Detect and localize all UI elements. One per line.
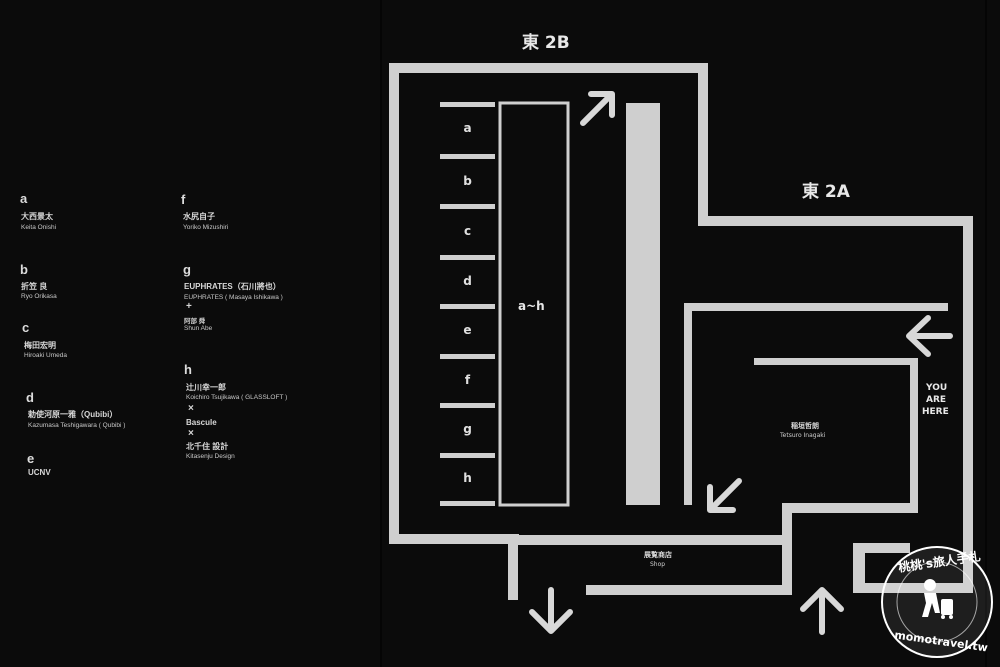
bottom-wall-shop [586, 585, 790, 595]
legend-name-ja-c: 梅田宏明 [24, 341, 56, 350]
legend-name-ja2-h: Bascule [186, 418, 217, 427]
legend-letter-c: c [22, 320, 30, 335]
legend-name-ja-b: 折笠 良 [21, 282, 48, 291]
legend-name-en-c: Hiroaki Umeda [24, 352, 67, 359]
legend-name-ja3-h: 北千住 設計 [186, 442, 229, 451]
legend-name-ja-g: EUPHRATES（石川將也） [184, 282, 281, 291]
legend-letter-h: h [184, 362, 192, 377]
legend-letter-a: a [20, 191, 28, 206]
bottom-wall-top [782, 503, 917, 513]
booth-label-a: a [463, 121, 472, 135]
you-are-here-line-2: ARE [926, 395, 947, 405]
legend-name-ja-a: 大西景太 [21, 212, 53, 221]
arrow-down-left-icon [707, 478, 742, 513]
booth-label-h: h [463, 471, 472, 485]
legend-name-ja-h: 辻川幸一郎 [186, 383, 226, 392]
legend-letter-e: e [27, 451, 35, 466]
inner-wall-2a-upper [690, 303, 948, 311]
you-are-here-line-3: HERE [922, 407, 949, 417]
arrow-up-right-icon [580, 91, 615, 126]
arrow-down-icon [529, 587, 573, 634]
legend-times-symbol: × [188, 403, 194, 414]
legend-plus-symbol: + [186, 301, 192, 312]
legend-name-en-b: Ryo Orikasa [21, 293, 57, 300]
legend-name-en-d: Kazumasa Teshigawara ( Qubibi ) [28, 422, 126, 429]
legend-name-ja-d: 勅使河原一雅（Qubibi） [28, 410, 118, 419]
bottom-wall-mid [512, 535, 792, 545]
booth-label-e: e [463, 323, 472, 337]
booth-dividers [440, 102, 495, 506]
inagaki-name-en: Tetsuro Inagaki [780, 432, 826, 439]
booth-block-label: a~h [518, 299, 545, 313]
you-are-here-line-1: YOU [926, 383, 948, 393]
inagaki-name-ja: 稲垣哲朗 [791, 422, 819, 430]
legend-times-symbol-2: × [188, 428, 194, 439]
hall-2a-label: 東 2A [802, 182, 850, 202]
arrow-up-icon [800, 587, 844, 635]
shop-name-en: Shop [650, 561, 666, 568]
booth-label-b: b [463, 174, 472, 188]
legend-name-en3-h: Kitasenju Design [186, 453, 235, 460]
legend-letter-f: f [181, 192, 186, 207]
legend-name-en-g: EUPHRATES ( Masaya Ishikawa ) [184, 294, 283, 301]
wall-seam [985, 0, 987, 667]
legend-name-ja2-g: 阿部 舜 [184, 318, 206, 325]
legend-letter-d: d [26, 390, 34, 405]
hall-2b-label: 東 2B [522, 33, 570, 53]
arrow-left-icon [906, 315, 953, 357]
legend-name-en2-g: Shun Abe [184, 325, 213, 332]
booth-label-g: g [463, 422, 472, 436]
legend-name-en-f: Yoriko Mizushiri [183, 224, 229, 231]
central-partition [626, 103, 660, 505]
inner-wall-inagaki-top [754, 358, 918, 365]
legend-name-en-h: Koichiro Tsujikawa ( GLASSLOFT ) [186, 394, 288, 401]
legend-letter-g: g [183, 262, 191, 277]
bottom-wall-step [782, 505, 792, 595]
booth-column [498, 101, 570, 507]
inner-wall-inagaki-right [910, 358, 918, 513]
booth-label-d: d [463, 274, 472, 288]
legend-name-en-a: Keita Onishi [21, 224, 57, 231]
legend-name-ja-e: UCNV [28, 468, 51, 477]
watermark-logo: 桃桃's旅人手札 momotravel.tw [878, 543, 996, 661]
booth-label-c: c [463, 224, 472, 238]
inner-wall-2a-left [684, 303, 692, 505]
legend-name-ja-f: 水尻自子 [183, 212, 215, 221]
booth-label-f: f [464, 373, 471, 387]
shop-name-ja: 展覧商店 [644, 551, 672, 559]
bottom-wall-left [508, 536, 518, 600]
watermark-circle-icon [881, 546, 993, 658]
traveler-figure-icon [922, 579, 953, 619]
wall-seam [380, 0, 382, 667]
legend-letter-b: b [20, 262, 28, 277]
